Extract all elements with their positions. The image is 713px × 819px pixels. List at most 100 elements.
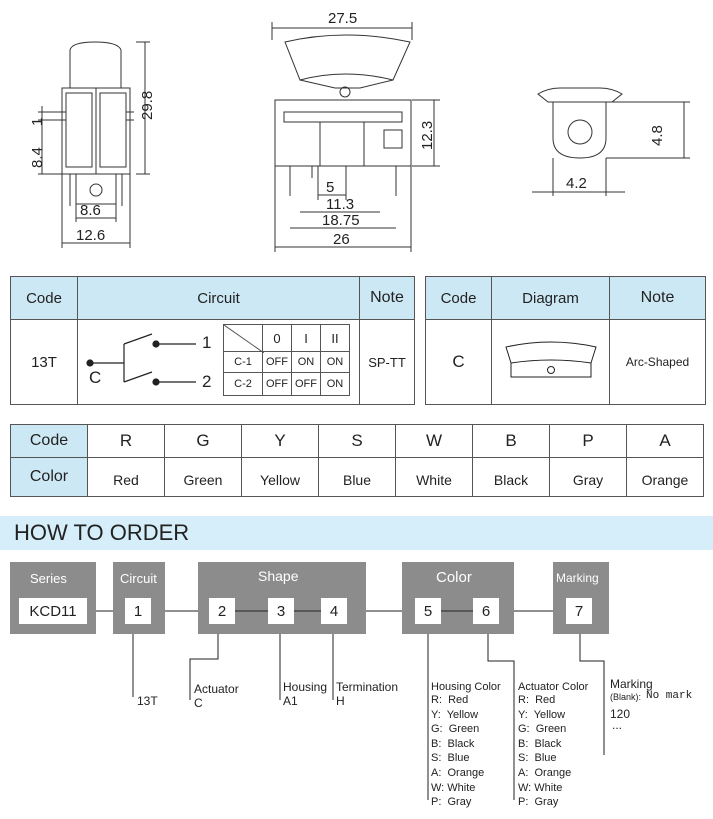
order-num-7: 7 [566, 598, 592, 624]
color-option: G: Green [518, 723, 567, 736]
circuit-note-header: Note [359, 276, 415, 320]
color-code-cell: Y [241, 424, 319, 458]
marking-group-label: Marking [556, 571, 599, 585]
dim-5: 5 [326, 179, 334, 196]
termination-value: H [336, 694, 345, 708]
diagram-note-header: Note [609, 276, 706, 320]
dim-18-75: 18.75 [322, 212, 360, 229]
circuit-code-value: 13T [10, 319, 78, 405]
circuit-note-value: SP-TT [359, 319, 415, 405]
position-1: I [291, 324, 321, 352]
color-code-cell: A [626, 424, 704, 458]
dim-26: 26 [333, 231, 350, 248]
color-option: S: Blue [518, 752, 557, 765]
color-option: R: Red [431, 694, 469, 706]
order-num-4: 4 [321, 598, 347, 624]
color-color-header: Color [10, 457, 88, 497]
housing-value: A1 [283, 694, 298, 708]
order-num-5: 5 [415, 598, 441, 624]
circuit-schematic [86, 333, 196, 386]
position-0: 0 [262, 324, 292, 352]
housing-label: Housing [283, 680, 328, 694]
row-c2-label: C-2 [223, 372, 263, 396]
color-group-label: Color [436, 569, 472, 586]
dim-1: 1 [29, 118, 46, 126]
color-option: W: White [431, 781, 476, 794]
color-name-cell: Yellow [241, 457, 319, 497]
dimension-drawings: 27.5 29.8 8.4 1 8.6 12.6 12.3 5 11.3 18.… [29, 10, 690, 252]
circuit-header: Circuit [77, 276, 360, 320]
dim-4-2: 4.2 [566, 175, 587, 192]
color-code-header: Code [10, 424, 88, 458]
color-name-cell: Red [87, 457, 165, 497]
diagram-code-header: Code [425, 276, 492, 320]
color-option: A: Orange [431, 767, 485, 779]
dim-12-6: 12.6 [76, 227, 105, 244]
row-c2-cell: OFF [291, 372, 321, 396]
color-name-cell: Black [472, 457, 550, 497]
dim-29-8: 29.8 [139, 91, 156, 120]
diagram-code-value: C [425, 319, 492, 405]
marking-more: ... [612, 718, 623, 732]
row-c2-cell: OFF [262, 372, 292, 396]
color-option: R: Red [518, 694, 556, 706]
color-code-cell: B [472, 424, 550, 458]
dim-4-8: 4.8 [649, 125, 666, 146]
color-option: P: Gray [518, 796, 559, 809]
diagram-cell [491, 319, 610, 405]
color-name-cell: Gray [549, 457, 627, 497]
order-num-6: 6 [473, 598, 499, 624]
termination-label: Termination [336, 680, 399, 694]
row-c1-label: C-1 [223, 351, 263, 373]
color-option: A: Orange [518, 767, 572, 779]
color-code-cell: S [318, 424, 396, 458]
actuator-value: C [194, 696, 203, 710]
position-2: II [320, 324, 350, 352]
color-name-cell: Blue [318, 457, 396, 497]
diagram-header: Diagram [491, 276, 610, 320]
series-value: KCD11 [19, 598, 87, 624]
color-option: G: Green [431, 723, 480, 736]
order-num-1: 1 [125, 598, 151, 624]
color-option: W: White [518, 781, 563, 794]
color-code-cell: W [395, 424, 473, 458]
dim-12-3: 12.3 [419, 121, 436, 150]
order-connectors [96, 610, 605, 800]
actuator-color-label: Actuator Color [518, 681, 589, 693]
color-name-cell: Green [164, 457, 242, 497]
color-option: S: Blue [431, 752, 470, 765]
row-c1-cell: ON [291, 351, 321, 373]
arc-shaped-actuator-icon [504, 341, 597, 378]
marking-blank-value: No mark [646, 690, 693, 702]
circuit-value: 13T [137, 694, 158, 708]
order-num-2: 2 [209, 598, 235, 624]
marking-blank-label: (Blank): [610, 692, 642, 702]
dim-11-3: 11.3 [326, 196, 354, 213]
color-option: Y: Yellow [518, 708, 566, 721]
terminal-1-label: 1 [202, 333, 212, 352]
series-label: Series [30, 571, 67, 586]
color-name-cell: White [395, 457, 473, 497]
color-code-cell: G [164, 424, 242, 458]
color-option: B: Black [518, 737, 562, 750]
terminal-c-label: C [89, 368, 102, 387]
color-code-cell: R [87, 424, 165, 458]
marking-120: 120 [610, 707, 631, 721]
dim-8-4: 8.4 [29, 147, 46, 168]
color-code-cell: P [549, 424, 627, 458]
state-corner [223, 324, 264, 353]
color-option: Y: Yellow [431, 708, 479, 721]
circuit-code-header: Code [10, 276, 78, 320]
circuit-label: Circuit [120, 571, 157, 586]
shape-label: Shape [258, 568, 299, 584]
diagram-note-value: Arc-Shaped [609, 319, 706, 405]
color-option: B: Black [431, 737, 475, 750]
marking-label: Marking [610, 677, 653, 691]
row-c1-cell: ON [320, 351, 350, 373]
housing-color-label: Housing Color [431, 681, 501, 693]
dim-8-6: 8.6 [80, 202, 101, 219]
color-option: P: Gray [431, 796, 472, 809]
how-to-order-title: HOW TO ORDER [0, 516, 713, 550]
order-num-3: 3 [268, 598, 294, 624]
row-c2-cell: ON [320, 372, 350, 396]
